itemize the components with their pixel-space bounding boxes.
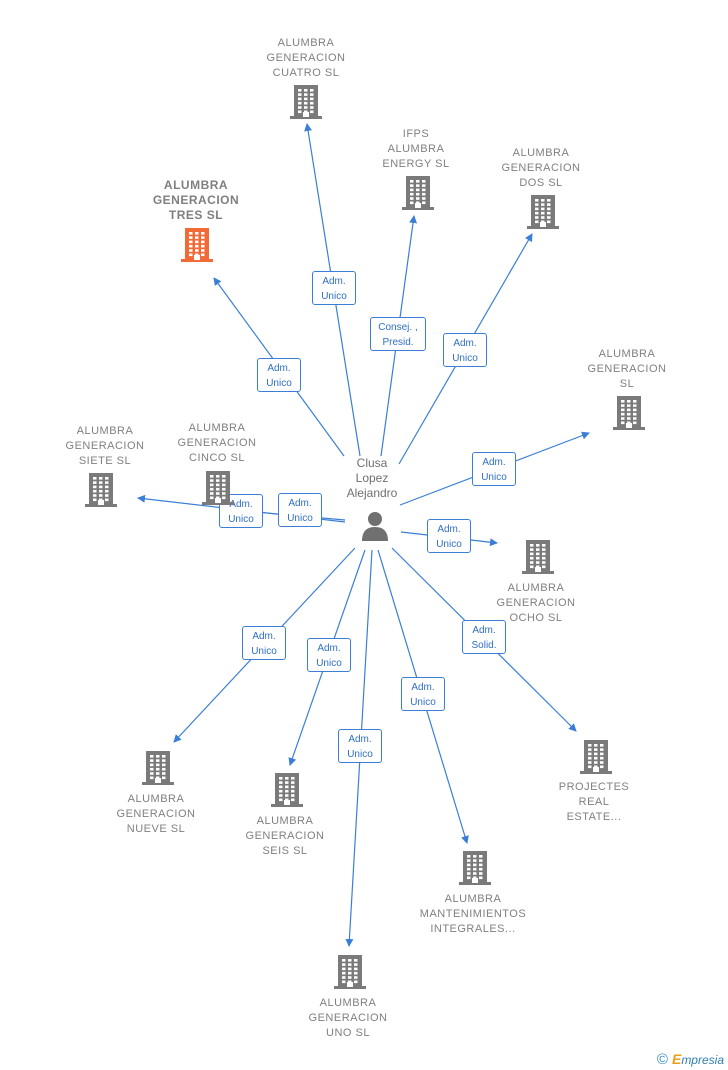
- relation-label-siete[interactable]: Adm. Unico: [219, 494, 263, 528]
- company-label-ifps[interactable]: IFPS ALUMBRA ENERGY SL: [382, 128, 450, 170]
- building-icon-uno[interactable]: [333, 954, 367, 995]
- building-icon-ocho[interactable]: [521, 539, 555, 580]
- building-icon-cinco[interactable]: [201, 470, 235, 511]
- company-label-proj[interactable]: PROJECTES REAL ESTATE...: [558, 781, 630, 823]
- relation-label-sl[interactable]: Adm. Unico: [472, 452, 516, 486]
- company-label-nueve[interactable]: ALUMBRA GENERACION NUEVE SL: [116, 793, 196, 835]
- company-label-siete[interactable]: ALUMBRA GENERACION SIETE SL: [65, 425, 145, 467]
- building-icon-siete[interactable]: [84, 472, 118, 513]
- company-label-dos[interactable]: ALUMBRA GENERACION DOS SL: [501, 147, 581, 189]
- relation-label-ifps[interactable]: Consej. , Presid.: [370, 317, 426, 351]
- company-label-cinco[interactable]: ALUMBRA GENERACION CINCO SL: [177, 422, 257, 464]
- company-label-uno[interactable]: ALUMBRA GENERACION UNO SL: [308, 997, 388, 1039]
- relation-label-tres[interactable]: Adm. Unico: [257, 358, 301, 392]
- building-icon-ifps[interactable]: [401, 175, 435, 216]
- relation-label-uno[interactable]: Adm. Unico: [338, 729, 382, 763]
- relation-label-dos[interactable]: Adm. Unico: [443, 333, 487, 367]
- relation-label-ocho[interactable]: Adm. Unico: [427, 519, 471, 553]
- building-icon-cuatro[interactable]: [289, 84, 323, 125]
- company-label-seis[interactable]: ALUMBRA GENERACION SEIS SL: [245, 815, 325, 857]
- company-label-mant[interactable]: ALUMBRA MANTENIMIENTOS INTEGRALES...: [419, 893, 527, 935]
- building-icon-seis[interactable]: [270, 772, 304, 813]
- relation-label-cinco[interactable]: Adm. Unico: [278, 493, 322, 527]
- company-label-ocho[interactable]: ALUMBRA GENERACION OCHO SL: [496, 582, 576, 624]
- building-icon-mant[interactable]: [458, 850, 492, 891]
- building-icon-dos[interactable]: [526, 194, 560, 235]
- brand-initial: E: [671, 1051, 682, 1067]
- person-icon[interactable]: [360, 510, 390, 547]
- relation-label-proj[interactable]: Adm. Solid.: [462, 620, 506, 654]
- company-label-sl[interactable]: ALUMBRA GENERACION SL: [587, 348, 667, 390]
- relation-label-cuatro[interactable]: Adm. Unico: [312, 271, 356, 305]
- relation-label-nueve[interactable]: Adm. Unico: [242, 626, 286, 660]
- copyright-icon: ©: [656, 1051, 668, 1068]
- footer-brand: ©Empresia: [657, 1051, 724, 1068]
- center-person-name: Clusa Lopez Alejandro: [346, 456, 398, 500]
- building-icon-proj[interactable]: [579, 739, 613, 780]
- company-label-cuatro[interactable]: ALUMBRA GENERACION CUATRO SL: [266, 37, 346, 79]
- brand-name: mpresia: [681, 1053, 724, 1067]
- building-icon-tres[interactable]: [180, 227, 214, 268]
- company-label-tres[interactable]: ALUMBRA GENERACION TRES SL: [152, 178, 240, 222]
- building-icon-nueve[interactable]: [141, 750, 175, 791]
- relation-label-seis[interactable]: Adm. Unico: [307, 638, 351, 672]
- relation-label-mant[interactable]: Adm. Unico: [401, 677, 445, 711]
- building-icon-sl[interactable]: [612, 395, 646, 436]
